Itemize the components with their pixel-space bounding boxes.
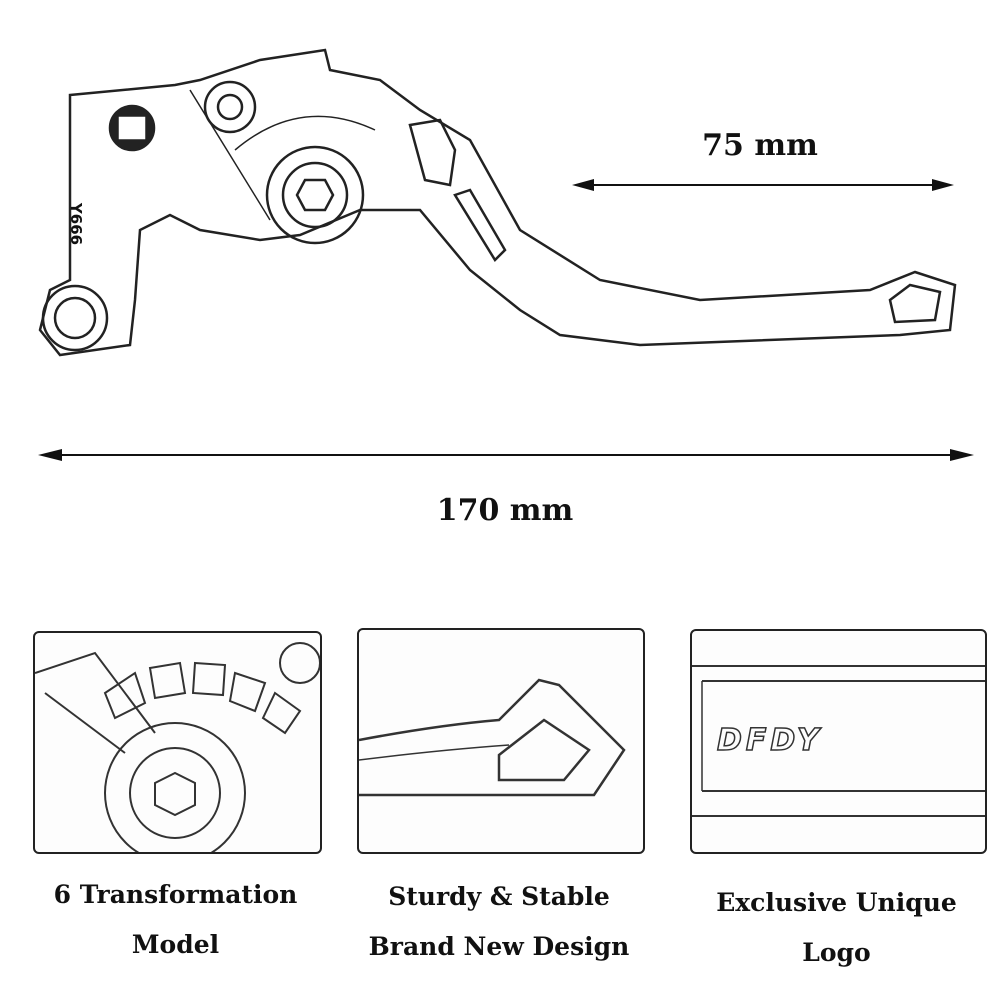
feature-image-logo: DFDY [690,629,987,854]
feature-caption-1: 6 Transformation Model [33,870,318,970]
brand-logo: DFDY [716,722,823,759]
caption-line: Sturdy & Stable [388,882,610,911]
caption-line: Logo [802,938,871,967]
feature-caption-2: Sturdy & Stable Brand New Design [357,872,641,972]
caption-line: Exclusive Unique [716,888,957,917]
feature-caption-3: Exclusive Unique Logo [690,878,983,978]
blade-length-label: 75 mm [702,128,818,163]
caption-line: Model [131,930,220,959]
lever-engraving: Y666 [67,202,86,246]
lever-drawing: Y666 [0,0,1000,380]
caption-line: 6 Transformation [53,880,298,909]
feature-image-lever-tip [357,628,645,854]
total-length-arrow [38,445,974,465]
feature-image-adjuster [33,631,322,854]
total-length-label: 170 mm [436,493,574,528]
blade-length-arrow [572,175,954,195]
caption-line: Brand New Design [368,932,630,961]
